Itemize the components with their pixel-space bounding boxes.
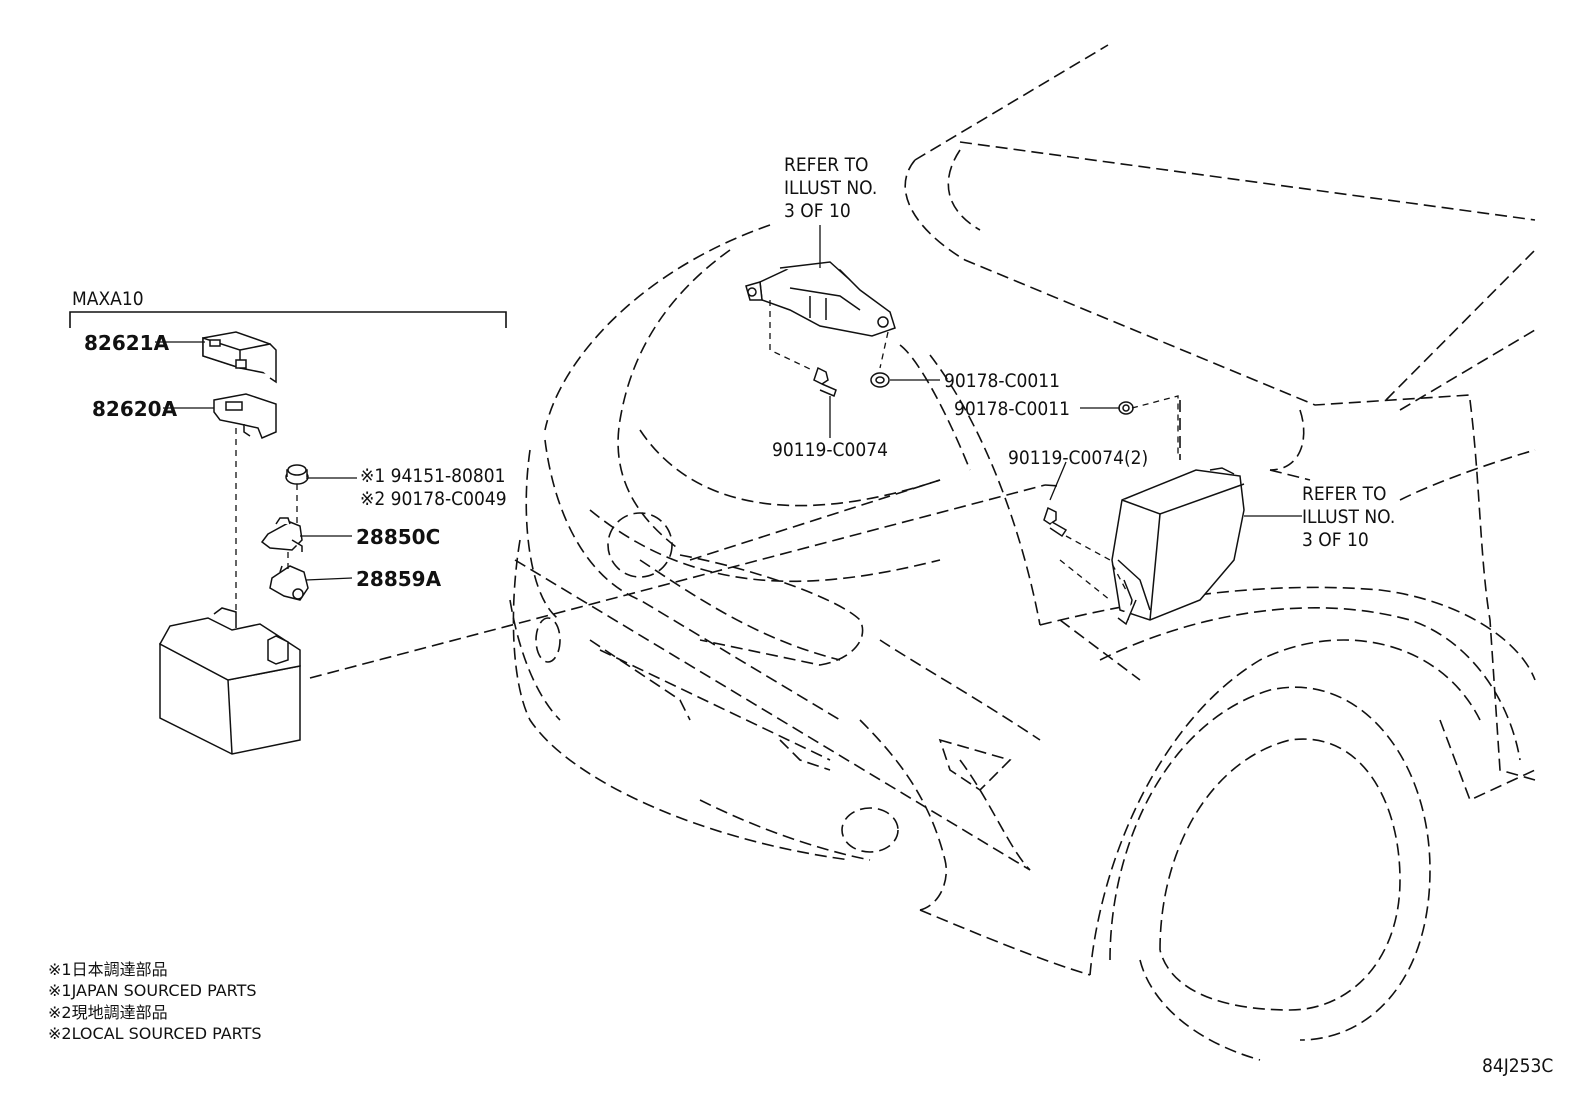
diagram-id: 84J253C	[1482, 1055, 1553, 1077]
ecu-upper-drawing	[745, 261, 896, 337]
refer-top-line1: REFER TO	[784, 154, 869, 176]
part-nut-drawing	[285, 464, 309, 485]
nut-right-drawing	[1118, 401, 1134, 415]
right-leaders	[1044, 484, 1302, 601]
bolt-right-drawing	[1043, 506, 1068, 538]
note-2-ja: ※2現地調達部品	[48, 1003, 168, 1022]
group-label: MAXA10	[72, 288, 144, 310]
battery-drawing	[158, 607, 301, 755]
upper-leaders	[819, 225, 1179, 501]
nut-upper-drawing	[870, 372, 890, 388]
part-label-90119-c0074-2[interactable]: 90119-C0074(2)	[1008, 447, 1148, 469]
part-label-90178-c0011-right[interactable]: 90178-C0011	[954, 398, 1070, 420]
bolt-upper-drawing	[813, 366, 837, 398]
part-82621a-drawing	[202, 331, 277, 384]
part-28859a-drawing	[269, 565, 309, 601]
refer-right-line3: 3 OF 10	[1302, 529, 1369, 551]
part-label-90178-c0049[interactable]: ※2 90178-C0049	[360, 488, 507, 510]
refer-right-line2: ILLUST NO.	[1302, 506, 1395, 528]
refer-right-line1: REFER TO	[1302, 483, 1387, 505]
upper-bolt-dash	[769, 300, 813, 371]
refer-top-line3: 3 OF 10	[784, 200, 851, 222]
refer-top-line2: ILLUST NO.	[784, 177, 877, 199]
upper-nut-dash	[879, 331, 889, 369]
part-label-28859a[interactable]: 28859A	[356, 567, 442, 591]
part-82620a-drawing	[213, 393, 277, 439]
part-label-90178-c0011-upper[interactable]: 90178-C0011	[944, 370, 1060, 392]
part-label-94151-80801[interactable]: ※1 94151-80801	[360, 465, 506, 487]
part-label-28850c[interactable]: 28850C	[356, 525, 440, 549]
part-label-82621a[interactable]: 82621A	[84, 331, 170, 355]
note-1-ja: ※1日本調達部品	[48, 960, 168, 979]
part-28850c-drawing	[260, 517, 303, 552]
part-label-82620a[interactable]: 82620A	[92, 397, 178, 421]
battery-location-line	[309, 484, 1046, 679]
note-2-en: ※2LOCAL SOURCED PARTS	[48, 1024, 262, 1043]
part-label-90119-c0074[interactable]: 90119-C0074	[772, 439, 888, 461]
fuse-box-drawing	[1111, 467, 1245, 626]
group-bracket	[69, 311, 507, 328]
vehicle-outline	[509, 44, 1536, 1061]
note-1-en: ※1JAPAN SOURCED PARTS	[48, 981, 257, 1000]
left-leaders	[155, 341, 357, 610]
